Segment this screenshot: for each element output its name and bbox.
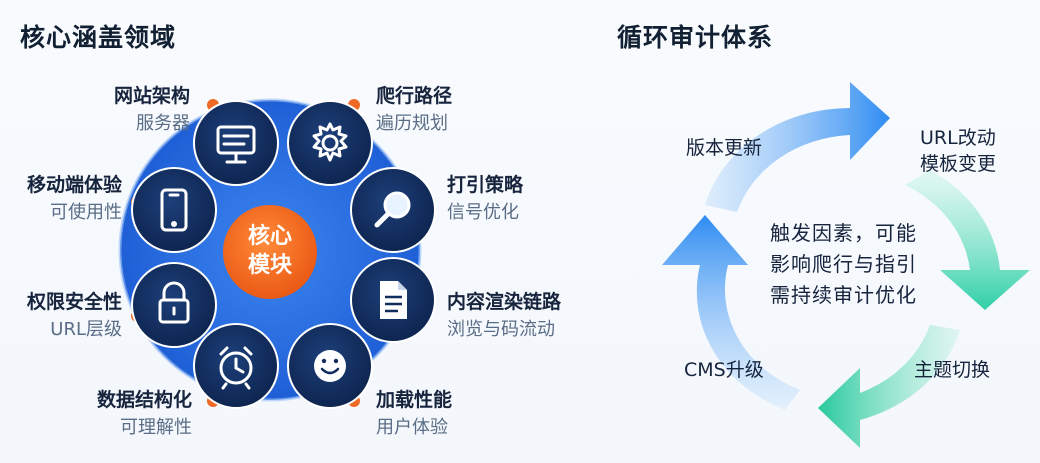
node-content-rendering: [350, 257, 436, 343]
alarm-clock-icon: [219, 346, 253, 390]
cycle-label-line: 模板变更: [920, 153, 997, 175]
node-subtitle: 可理解性: [120, 417, 192, 438]
cycle-label-url-template: URL改动 模板变更: [920, 125, 996, 177]
label-permission-security: 权限安全性 URL层级: [0, 288, 122, 344]
arrow-bottom: [818, 325, 960, 448]
core-label-line2: 模块: [247, 253, 292, 278]
cycle-arrows: [662, 82, 1030, 448]
node-load-performance: [287, 323, 373, 409]
label-mobile-experience: 移动端体验 可使用性: [0, 171, 122, 227]
arrow-top: [705, 82, 890, 212]
node-permission-security: [131, 262, 217, 348]
gear-icon: [312, 122, 348, 162]
node-subtitle: 用户体验: [376, 417, 448, 438]
padlock-icon: [158, 281, 190, 324]
node-subtitle: URL层级: [50, 319, 122, 340]
cycle-center-line: 触发因素，可能: [770, 221, 917, 245]
node-title: 网站架构: [113, 85, 190, 107]
cycle-center-line: 需持续审计优化: [770, 283, 917, 307]
node-title: 移动端体验: [26, 174, 122, 196]
core-module-label: 核心 模块: [240, 222, 300, 280]
label-content-rendering: 内容渲染链路 浏览与码流动: [447, 288, 617, 344]
arrow-left: [662, 215, 800, 410]
node-title: 爬行路径: [376, 85, 453, 107]
core-module-circle: [223, 205, 317, 299]
cycle-label-theme-switch: 主题切换: [914, 359, 991, 381]
node-website-architecture: [193, 100, 279, 186]
label-crawl-path: 爬行路径 遍历规划: [376, 82, 526, 138]
label-load-performance: 加载性能 用户体验: [376, 386, 526, 442]
monitor-icon: [216, 125, 256, 164]
cycle-center-line: 影响爬行与指引: [770, 252, 917, 276]
node-subtitle: 浏览与码流动: [447, 319, 555, 340]
cycle-label-cms-upgrade: CMS升级: [684, 359, 764, 381]
node-title: 权限安全性: [26, 291, 122, 313]
node-mobile-experience: [131, 167, 217, 253]
smartphone-icon: [160, 188, 188, 232]
document-icon: [380, 281, 407, 319]
node-title: 数据结构化: [96, 389, 192, 411]
node-subtitle: 信号优化: [447, 202, 519, 223]
node-subtitle: 可使用性: [50, 202, 122, 223]
node-title: 加载性能: [376, 389, 453, 411]
cycle-label-line: URL改动: [920, 127, 996, 149]
node-title: 打引策略: [447, 174, 524, 196]
node-index-strategy: [350, 167, 436, 253]
node-title: 内容渲染链路: [447, 291, 562, 313]
cycle-label-version-update: 版本更新: [686, 137, 763, 159]
label-index-strategy: 打引策略 信号优化: [447, 171, 597, 227]
label-data-structuring: 数据结构化 可理解性: [42, 386, 192, 442]
cycle-center-description: 触发因素，可能 影响爬行与指引 需持续审计优化: [770, 218, 917, 311]
label-website-architecture: 网站架构 服务器: [40, 82, 190, 138]
arrow-right: [905, 170, 1030, 310]
node-crawl-path: [287, 100, 373, 186]
node-subtitle: 服务器: [136, 113, 190, 134]
left-section-title: 核心涵盖领域: [20, 23, 177, 52]
magnifier-icon: [374, 191, 411, 228]
right-section-title: 循环审计体系: [617, 23, 774, 52]
node-subtitle: 遍历规划: [376, 113, 448, 134]
core-label-line1: 核心: [247, 224, 292, 249]
node-data-structuring: [193, 323, 279, 409]
smiley-icon: [314, 350, 346, 382]
